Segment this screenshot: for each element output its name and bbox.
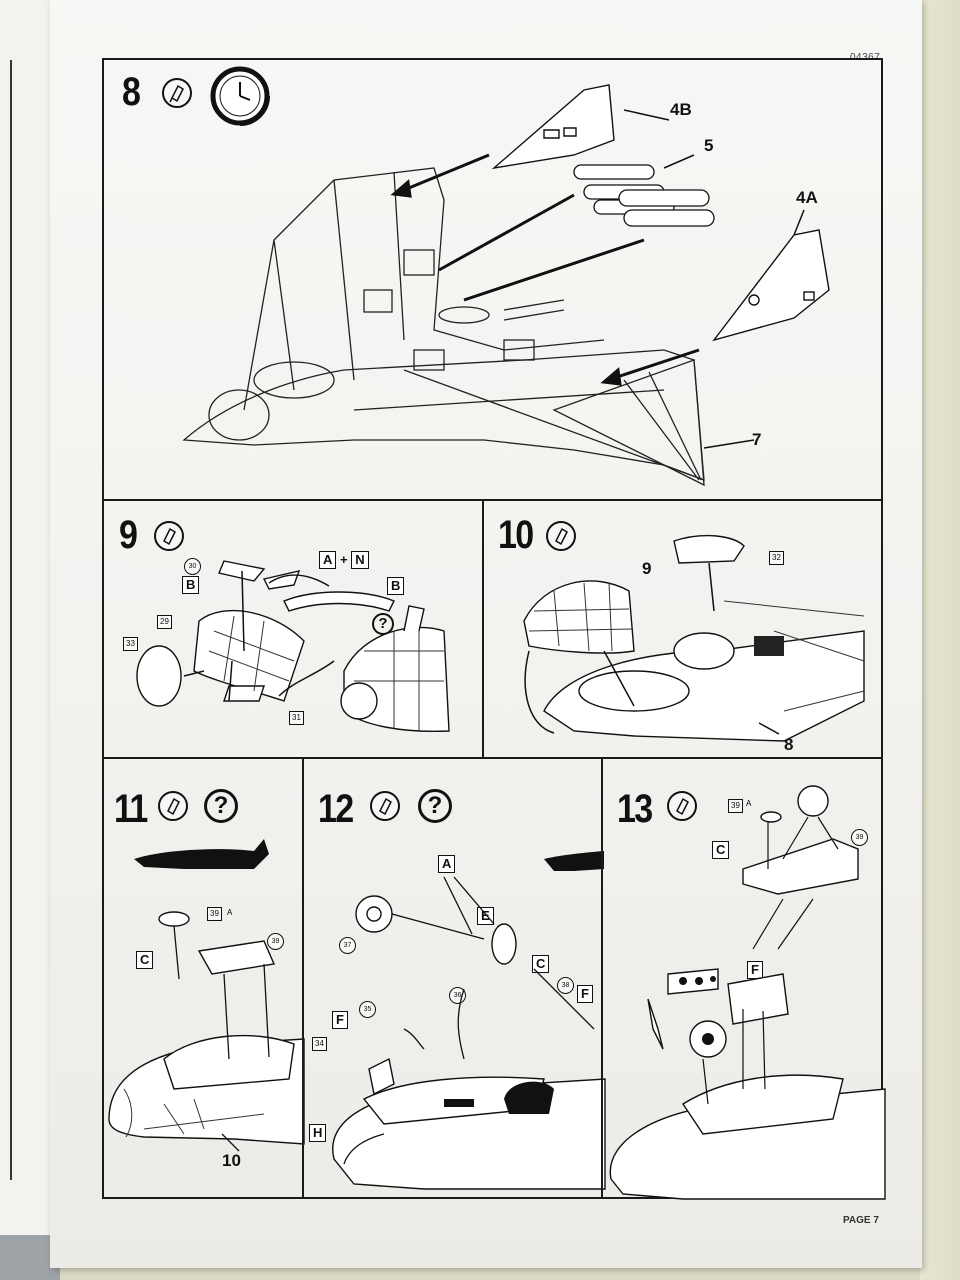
instrument-panel-drawing bbox=[609, 785, 886, 1200]
paint-callout: C bbox=[136, 951, 154, 969]
part-callout: 39 bbox=[851, 829, 868, 846]
step-10-panel: 10 9 32 8 bbox=[482, 499, 883, 759]
step-number: 8 bbox=[122, 70, 141, 114]
paint-callout: F bbox=[577, 985, 593, 1003]
step-number: 10 bbox=[498, 513, 534, 557]
part-callout: 35 bbox=[359, 1001, 376, 1018]
part-label: 4B bbox=[670, 100, 692, 119]
part-callout: 34 bbox=[312, 1037, 327, 1051]
instruction-page: 04367 PAGE 7 8 bbox=[50, 0, 922, 1268]
step-11-panel: 11 ? 39 A 39 C 10 bbox=[102, 757, 305, 1199]
paint-callout: C bbox=[532, 955, 550, 973]
part-suffix: A bbox=[227, 908, 233, 917]
step-number: 13 bbox=[617, 787, 653, 831]
landing-gear-drawing bbox=[332, 851, 606, 1190]
step-13-panel: 13 39 A C 39 F bbox=[601, 757, 886, 1200]
step-9-panel: 9 30 B A + N B 29 33 31 bbox=[102, 499, 484, 759]
part-callout: 37 bbox=[339, 937, 356, 954]
part-callout: 36 bbox=[449, 987, 466, 1004]
paint-callout: H bbox=[309, 1124, 327, 1142]
page-number: PAGE 7 bbox=[843, 1215, 879, 1226]
part-callout: 30 bbox=[184, 558, 201, 575]
part-callout: 33 bbox=[123, 637, 138, 651]
step-8-panel: 8 bbox=[102, 58, 883, 501]
glue-icon bbox=[162, 78, 192, 108]
help-icon: ? bbox=[418, 789, 452, 823]
step-number: 9 bbox=[119, 513, 138, 557]
glue-icon bbox=[546, 521, 576, 551]
help-icon: ? bbox=[372, 613, 394, 635]
part-label: 8 bbox=[784, 735, 794, 754]
part-callout: 38 bbox=[557, 977, 574, 994]
glue-icon bbox=[667, 791, 697, 821]
glue-icon bbox=[154, 521, 184, 551]
part-label: 10 bbox=[222, 1151, 241, 1170]
paint-callout: B bbox=[387, 577, 405, 595]
panel-assembly-drawing bbox=[108, 839, 305, 1152]
part-label: 7 bbox=[752, 430, 762, 449]
part-callout: 39 bbox=[207, 907, 222, 921]
part-suffix: A bbox=[746, 799, 752, 808]
background-table bbox=[920, 0, 960, 1280]
paint-callout: B bbox=[182, 576, 200, 594]
part-callout: 39 bbox=[267, 933, 284, 950]
part-label: 9 bbox=[642, 559, 652, 578]
part-label: 4A bbox=[796, 188, 818, 207]
part-callout: 32 bbox=[769, 551, 784, 565]
paint-callout: F bbox=[332, 1011, 348, 1029]
paint-callout: A + N bbox=[319, 551, 369, 569]
part-callout: 29 bbox=[157, 615, 172, 629]
part-callout: 31 bbox=[289, 711, 304, 725]
help-icon: ? bbox=[204, 789, 238, 823]
step-number: 12 bbox=[318, 787, 354, 831]
canopy-assembly-drawing bbox=[136, 560, 450, 733]
paint-callout: A bbox=[438, 855, 456, 873]
document-number: 04367 bbox=[850, 52, 881, 63]
part-label: 5 bbox=[704, 136, 714, 155]
wing-assembly-drawing bbox=[182, 84, 830, 487]
glue-icon bbox=[158, 791, 188, 821]
step-number: 11 bbox=[114, 787, 148, 831]
glue-icon bbox=[370, 791, 400, 821]
paint-callout: C bbox=[712, 841, 730, 859]
paint-callout: E bbox=[477, 907, 494, 925]
clock-icon bbox=[210, 66, 272, 128]
step-12-panel: 12 ? A E C F F H 37 36 35 34 38 bbox=[302, 757, 606, 1199]
cockpit-assembly-drawing bbox=[523, 534, 865, 742]
part-callout: 39 bbox=[728, 799, 743, 813]
